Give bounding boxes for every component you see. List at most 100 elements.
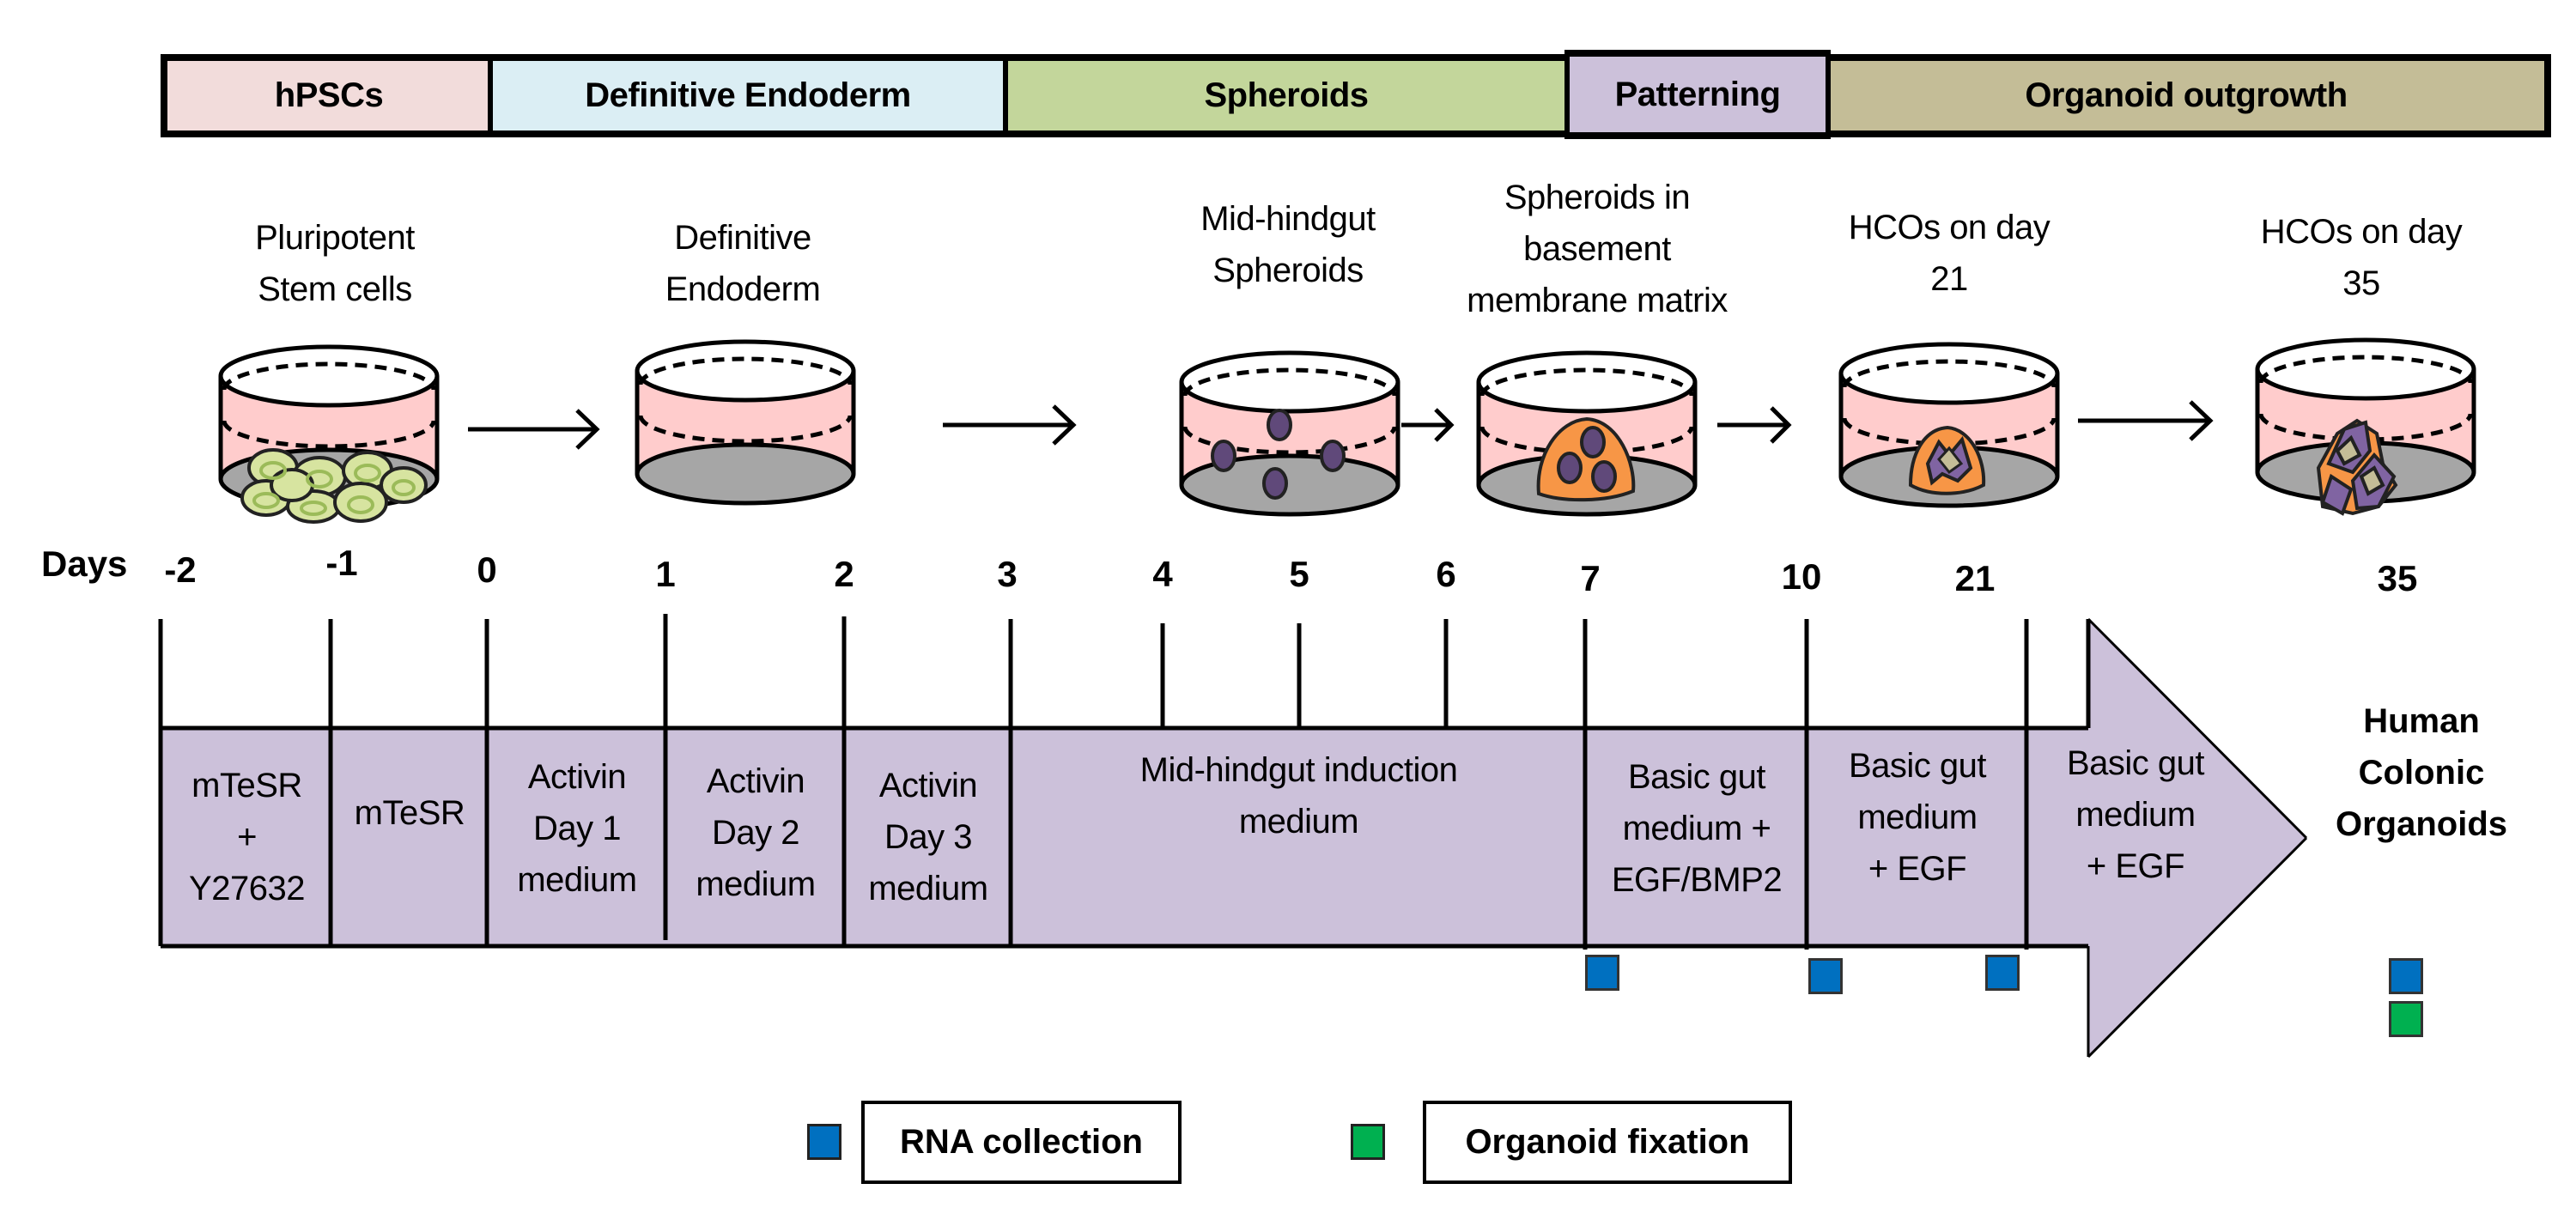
phase-label: Patterning [1614, 75, 1781, 113]
dish-mid-hindgut-spheroids [1182, 353, 1398, 514]
dish-hcos-day-21 [1841, 344, 2057, 506]
caption-line: membrane matrix [1467, 282, 1728, 319]
stage-caption-mid-hindgut-spheroids: Mid-hindgut Spheroids [1151, 193, 1425, 296]
caption-line: Spheroids in [1504, 179, 1691, 216]
phase-patterning: Patterning [1567, 50, 1828, 139]
medium-line: Basic gut [1848, 747, 1987, 785]
rna-collection-marker-day-21 [1985, 955, 2020, 991]
stage-caption-hcos-day-35: HCOs on day 35 [2224, 206, 2499, 309]
day-label: 7 [1580, 558, 1601, 598]
medium-line: + EGF [1868, 850, 1967, 888]
organoid-day35-icon [2316, 418, 2398, 516]
day-label: 5 [1289, 554, 1309, 594]
medium-line: Activin [878, 767, 978, 804]
phase-label: Definitive Endoderm [585, 76, 911, 114]
organoid-day21-icon [1908, 425, 1986, 495]
organoid-fixation-marker-day-35 [2389, 1001, 2423, 1037]
rna-collection-marker-day-35 [2389, 958, 2423, 994]
medium-line: + [237, 818, 257, 856]
endpoint-line: Human [2363, 702, 2480, 740]
medium-line: Basic gut [2066, 744, 2205, 782]
day-label: 2 [834, 554, 854, 594]
phase-label: Spheroids [1204, 76, 1369, 114]
day-label: 0 [477, 549, 497, 590]
arrow-icon [468, 409, 600, 450]
day-label: -2 [164, 549, 197, 590]
timeline-band-outline [161, 617, 2308, 1059]
caption-line: Endoderm [665, 270, 821, 308]
medium-line: medium + [1622, 810, 1771, 847]
arrow-icon [2078, 400, 2214, 441]
medium-cell-mtesr-y27632: mTeSR + Y27632 [163, 728, 331, 946]
medium-line: + EGF [2086, 847, 2185, 885]
dish-hcos-day-35 [2257, 340, 2474, 516]
medium-line: Mid-hindgut induction [1139, 751, 1458, 789]
medium-line: medium [868, 870, 988, 907]
day-label: 1 [655, 554, 676, 594]
caption-line: 35 [2342, 264, 2380, 302]
phase-label: Organoid outgrowth [2025, 76, 2348, 114]
medium-line: mTeSR [191, 767, 302, 804]
day-label: 3 [997, 554, 1018, 594]
medium-line: Y27632 [189, 870, 305, 907]
medium-cell-mtesr: mTeSR [332, 704, 487, 922]
medium-line: EGF/BMP2 [1611, 861, 1783, 899]
caption-line: basement [1523, 230, 1671, 268]
legend-swatch-organoid-fixation [1351, 1124, 1385, 1160]
endpoint-line: Organoids [2335, 805, 2508, 843]
caption-line: HCOs on day [2260, 213, 2463, 251]
day-label: 35 [2377, 558, 2418, 598]
medium-cell-basic-gut-egf: Basic gut medium + EGF [1808, 708, 2026, 926]
spheroid-icon [1211, 409, 1346, 500]
phase-label: hPSCs [274, 76, 384, 114]
caption-line: Mid-hindgut [1200, 200, 1376, 238]
dish-pluripotent-stem-cells [221, 347, 437, 524]
endpoint-line: Colonic [2358, 754, 2485, 792]
matrix-dome-icon [1536, 416, 1636, 502]
caption-line: HCOs on day [1848, 209, 2050, 246]
phase-hpscs: hPSCs [161, 54, 490, 137]
day-label: 10 [1781, 556, 1822, 597]
medium-line: mTeSR [354, 794, 465, 832]
caption-line: Definitive [674, 219, 811, 257]
stage-caption-pluripotent: Pluripotent Stem cells [197, 212, 472, 315]
rna-collection-marker-day-10 [1808, 958, 1843, 994]
legend-label: RNA collection [900, 1123, 1143, 1161]
phase-divider [1564, 50, 1570, 139]
medium-line: medium [1238, 803, 1359, 841]
phase-divider [1826, 50, 1831, 139]
medium-line: Activin [706, 762, 805, 800]
legend-label-box-organoid-fixation: Organoid fixation [1423, 1101, 1792, 1184]
dish-spheroids-in-matrix [1479, 353, 1695, 514]
endpoint-label: Human Colonic Organoids [2318, 695, 2524, 850]
stem-cell-colony-icon [240, 448, 428, 524]
arrow-icon [943, 404, 1077, 446]
day-ticks [158, 614, 2029, 950]
phase-spheroids: Spheroids [1005, 54, 1567, 137]
phase-organoid-outgrowth: Organoid outgrowth [1828, 54, 2551, 137]
medium-line: medium [1857, 798, 1978, 836]
arrow-icon [1401, 408, 1455, 442]
caption-line: 21 [1930, 260, 1968, 298]
phase-divider [1003, 54, 1008, 137]
day-label: 6 [1436, 554, 1456, 594]
medium-cell-basic-gut-egf-outgrowth: Basic gut medium + EGF [2028, 706, 2243, 924]
medium-line: medium [517, 861, 637, 899]
medium-cell-mid-hindgut-induction: Mid-hindgut induction medium [1012, 687, 1585, 905]
stage-caption-spheroids-in-matrix: Spheroids in basement membrane matrix [1425, 172, 1769, 326]
medium-line: Day 3 [884, 818, 973, 856]
stage-caption-definitive-endoderm: Definitive Endoderm [605, 212, 880, 315]
rna-collection-marker-day-7 [1585, 955, 1619, 991]
caption-line: Pluripotent [255, 219, 415, 257]
day-label: 21 [1954, 558, 1996, 598]
medium-line: medium [696, 865, 816, 903]
legend-label: Organoid fixation [1465, 1123, 1750, 1161]
medium-line: medium [2075, 796, 2196, 834]
phase-divider [488, 54, 493, 137]
day-label: -1 [325, 543, 358, 583]
stage-caption-hcos-day-21: HCOs on day 21 [1812, 202, 2087, 305]
medium-line: Day 2 [711, 814, 800, 852]
